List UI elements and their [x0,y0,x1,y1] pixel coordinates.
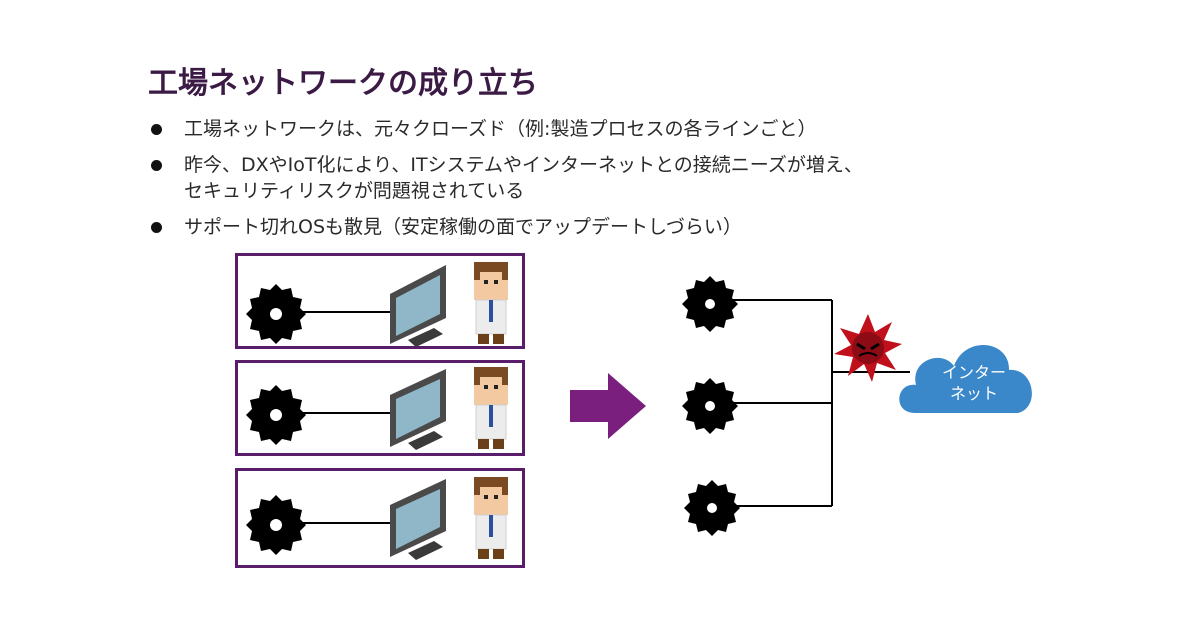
worker-icon [474,262,508,344]
bullet-2-line-1: 昨今、DXやIoT化により、ITシステムやインターネットとの接続ニーズが増え、 [184,154,863,176]
gear-icon [682,276,738,332]
bullet-1-line-1: 工場ネットワークは、元々クローズド（例:製造プロセスの各ラインごと） [184,118,817,140]
bullet-item-3: サポート切れOSも散見（安定稼働の面でアップデートしづらい） [148,214,863,240]
cloud-label-line-2: ネット [949,384,998,403]
bullet-item-1: 工場ネットワークは、元々クローズド（例:製造プロセスの各ラインごと） [148,116,863,142]
slide-title: 工場ネットワークの成り立ち [148,66,538,101]
gear-icon [682,378,738,434]
monitor-icon [390,369,446,450]
gear-icon [246,385,306,445]
monitor-icon [390,265,446,347]
monitor-icon [390,479,446,560]
gear-icon [246,284,306,344]
cloud-icon [899,345,1032,413]
gear-icon [246,495,306,555]
worker-icon [474,477,508,559]
virus-icon [834,314,902,382]
cloud-label-line-1: インター [941,363,1006,382]
arrow-right-icon [570,373,646,439]
connected-network-diagram [682,276,1032,536]
worker-icon [474,367,508,449]
cloud-label: インター ネット [915,362,1033,404]
production-line-2 [235,360,525,456]
bullet-2-line-2: セキュリティリスクが問題視されている [184,180,525,202]
gear-icon [684,480,740,536]
production-line-3 [235,468,525,568]
bullet-item-2: 昨今、DXやIoT化により、ITシステムやインターネットとの接続ニーズが増え、 … [148,152,863,204]
production-line-1 [235,253,525,349]
bullet-list: 工場ネットワークは、元々クローズド（例:製造プロセスの各ラインごと） 昨今、DX… [148,116,863,240]
bullet-3-line-1: サポート切れOSも散見（安定稼働の面でアップデートしづらい） [184,216,742,238]
